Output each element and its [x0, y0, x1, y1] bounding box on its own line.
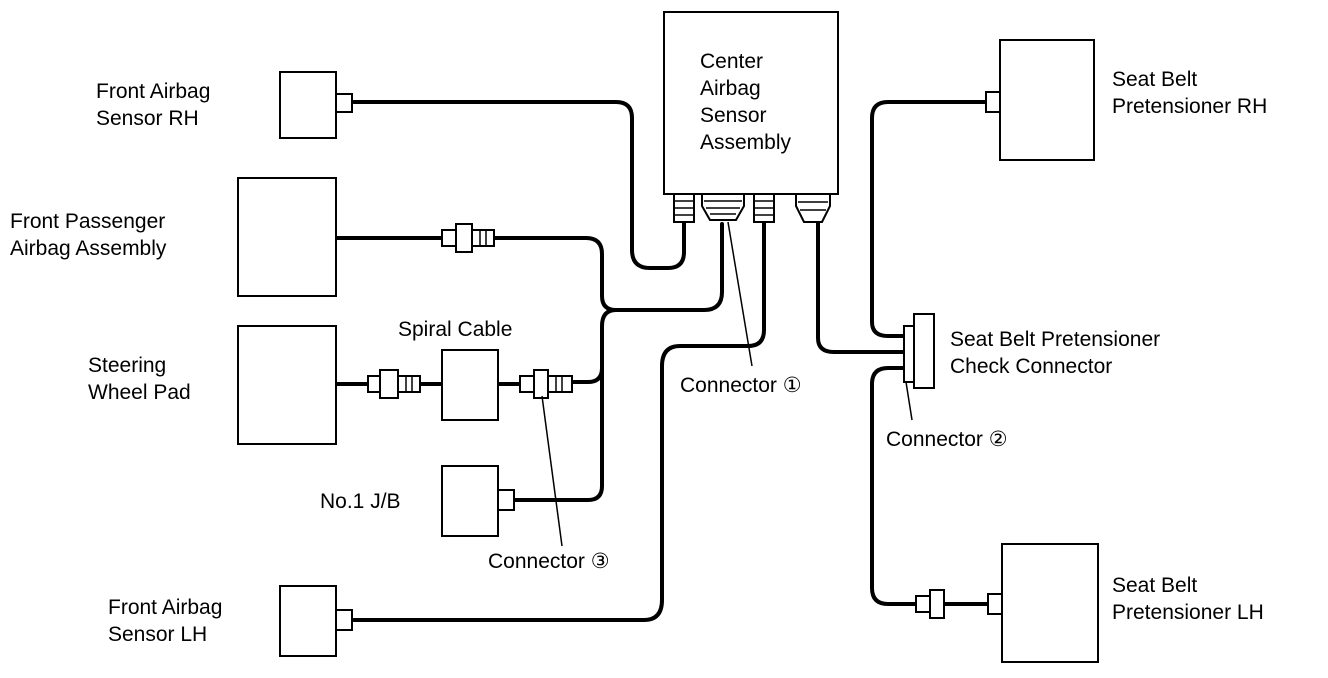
seat-belt-pretensioner-lh-box — [1001, 543, 1099, 663]
front-passenger-inline-connector — [441, 223, 495, 253]
front-airbag-sensor-rh-label: Front Airbag Sensor RH — [96, 80, 216, 130]
connector-1-plug — [701, 193, 745, 221]
front-passenger-airbag-label: Front Passenger Airbag Assembly — [10, 210, 171, 260]
wire-pretensioner-rh — [870, 100, 990, 338]
center-airbag-sensor-box — [663, 11, 839, 195]
steering-wheel-pad-label: Steering Wheel Pad — [88, 354, 191, 404]
wiring-harness — [334, 100, 992, 622]
center-sensor-connector-d — [795, 193, 831, 223]
wire-front-passenger-to-trunk — [492, 236, 618, 312]
seat-belt-pretensioner-rh-box — [999, 39, 1095, 161]
spiral-cable-label: Spiral Cable — [398, 318, 512, 341]
center-sensor-connector-a — [673, 193, 695, 223]
wire-pretensioner-lh — [870, 366, 920, 606]
steering-wheel-pad-box — [237, 325, 337, 445]
center-airbag-sensor-label: Center Airbag Sensor Assembly — [700, 50, 792, 154]
front-airbag-sensor-rh-plug — [335, 93, 353, 113]
spiral-cable-box — [441, 349, 499, 421]
connector-1-leader — [727, 221, 753, 367]
connector-3-label: Connector ③ — [488, 550, 610, 573]
center-sensor-connector-c — [753, 193, 775, 223]
wire-vertical-bus — [512, 308, 618, 502]
seat-belt-pretensioner-lh-plug — [987, 593, 1003, 615]
front-airbag-sensor-rh-box — [279, 71, 337, 139]
steering-pad-inline-connector — [367, 369, 421, 399]
no1-jb-plug — [497, 489, 515, 511]
wire-trunk — [614, 222, 724, 312]
pretensioner-lh-inline-connector — [915, 589, 945, 619]
connector-3-leader — [541, 395, 563, 547]
seat-belt-check-connector — [903, 313, 935, 389]
connector-3-plug — [519, 369, 573, 399]
connector-1-label: Connector ① — [680, 374, 802, 397]
front-airbag-sensor-lh-box — [279, 585, 337, 657]
connector-2-leader — [905, 381, 913, 421]
front-airbag-sensor-lh-label: Front Airbag Sensor LH — [108, 596, 228, 646]
wire-front-sensor-lh — [352, 220, 766, 622]
front-airbag-sensor-lh-plug — [335, 609, 353, 631]
seat-belt-pretensioner-rh-label: Seat Belt Pretensioner RH — [1112, 68, 1267, 118]
seat-belt-check-connector-label: Seat Belt Pretensioner Check Connector — [950, 328, 1166, 378]
no1-jb-label: No.1 J/B — [320, 490, 401, 513]
connector-2-label: Connector ② — [886, 428, 1008, 451]
wire-front-sensor-rh — [352, 100, 686, 270]
wire-spiral-to-bus — [570, 366, 604, 384]
seat-belt-pretensioner-rh-plug — [985, 91, 1001, 113]
seat-belt-pretensioner-lh-label: Seat Belt Pretensioner LH — [1112, 574, 1264, 624]
front-passenger-airbag-box — [237, 177, 337, 297]
no1-jb-box — [441, 465, 499, 537]
wire-center-to-check — [816, 220, 906, 354]
